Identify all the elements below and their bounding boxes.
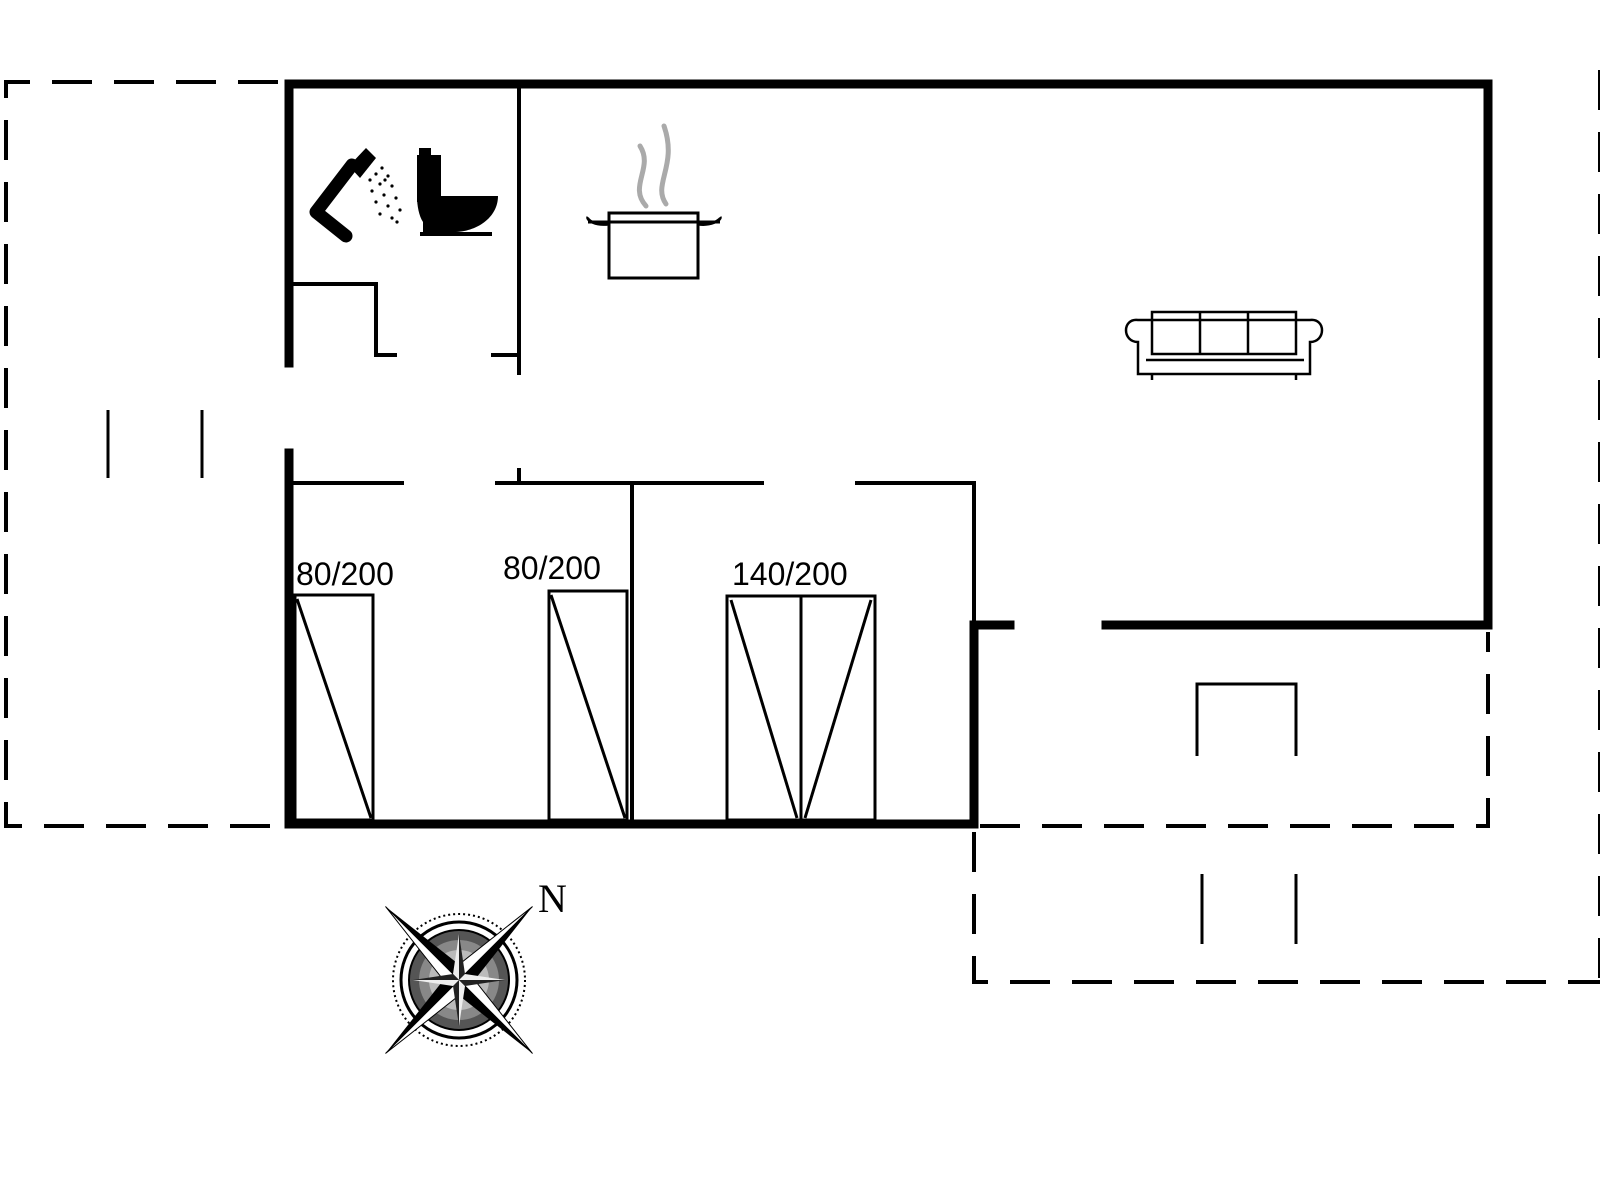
bed-size-label: 140/200 xyxy=(732,556,848,592)
bed-size-label: 80/200 xyxy=(296,556,394,592)
interior-walls xyxy=(293,84,976,820)
compass-north-label: N xyxy=(538,876,567,921)
exterior-walls xyxy=(284,79,1493,829)
toilet-icon xyxy=(417,148,498,236)
sofa-icon xyxy=(1124,310,1324,380)
cooking-pot-icon xyxy=(586,123,722,280)
terrace-west xyxy=(4,80,278,828)
bed-1: 80/200 xyxy=(293,556,394,822)
bed-3: 140/200 xyxy=(725,556,877,822)
terrace-south xyxy=(972,70,1600,984)
shower-icon xyxy=(309,148,402,243)
bed-2: 80/200 xyxy=(503,550,629,822)
bed-size-label: 80/200 xyxy=(503,550,601,586)
compass-rose-icon xyxy=(385,906,533,1054)
